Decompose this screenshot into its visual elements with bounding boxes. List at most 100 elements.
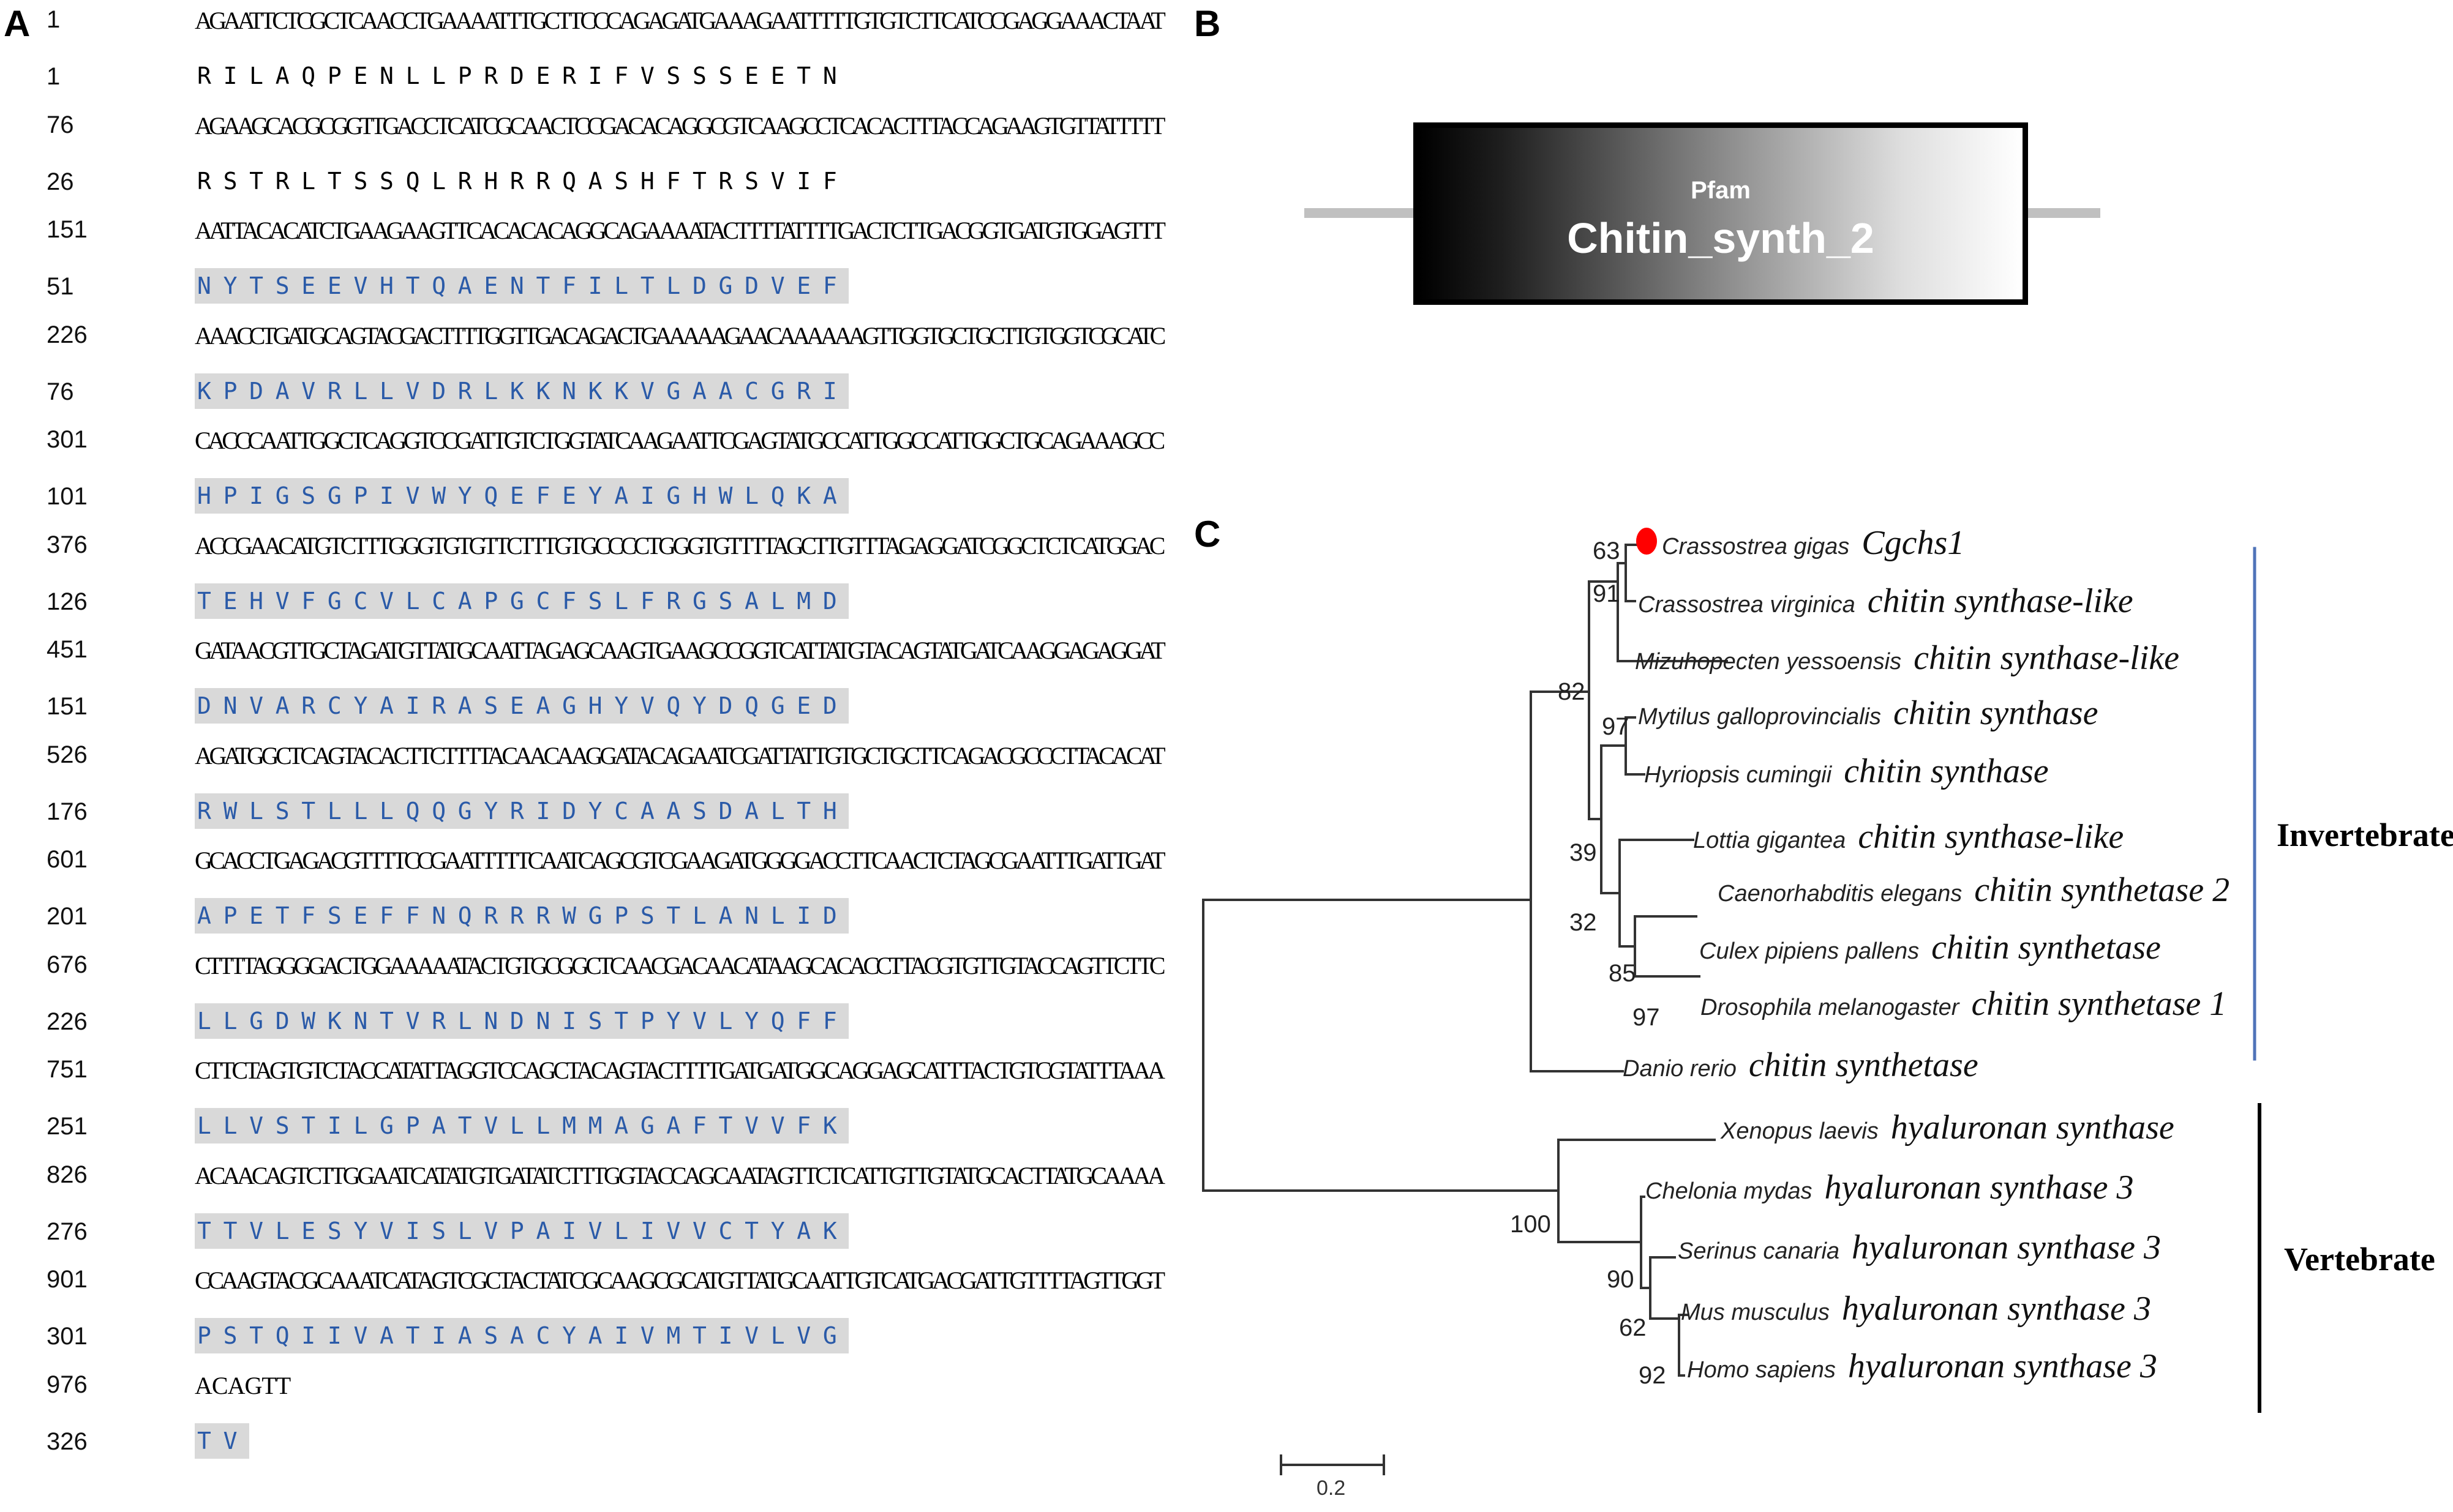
amino-acid-sequence: RWLSTLLLQQGYRIDYCAASDALTH bbox=[195, 793, 849, 829]
bootstrap-value: 97 bbox=[1632, 1004, 1660, 1031]
taxon-label: Crassostrea virginica chitin synthase-lik… bbox=[1638, 582, 2133, 621]
species-name: Crassostrea virginica bbox=[1638, 592, 1855, 618]
bootstrap-value: 62 bbox=[1619, 1314, 1647, 1341]
nucleotide-sequence: AATTACACATCTGAAGAAGTTCACACACAGGCAGAAAATA… bbox=[195, 217, 1166, 244]
nucleotide-position: 1 bbox=[47, 6, 61, 33]
species-name: Hyriopsis cumingii bbox=[1644, 762, 1832, 788]
amino-acid-position: 326 bbox=[47, 1428, 88, 1455]
nucleotide-sequence: ACAGTT bbox=[195, 1371, 291, 1399]
species-name: Chelonia mydas bbox=[1645, 1178, 1813, 1204]
amino-acid-sequence: TV bbox=[195, 1423, 250, 1459]
species-name: Serinus canaria bbox=[1678, 1238, 1840, 1264]
chitin-synth-domain-box: Pfam Chitin_synth_2 bbox=[1413, 122, 2028, 305]
gene-name: chitin synthase bbox=[1893, 694, 2098, 732]
gene-name: chitin synthase-like bbox=[1867, 582, 2133, 620]
species-name: Culex pipiens pallens bbox=[1699, 938, 1920, 964]
bootstrap-value: 91 bbox=[1593, 580, 1620, 607]
amino-acid-sequence: TTVLESYVISLVPAIVLIVVCTYAK bbox=[195, 1213, 849, 1249]
amino-acid-sequence: PSTQIIVATIASACYAIVMTIVLVG bbox=[195, 1318, 849, 1353]
amino-acid-sequence: DNVARCYAIRASEAGHYVQYDQGED bbox=[195, 688, 849, 724]
bootstrap-value: 82 bbox=[1558, 678, 1585, 705]
gene-name: chitin synthetase 2 bbox=[1974, 871, 2230, 909]
gene-name: chitin synthetase bbox=[1748, 1046, 1978, 1084]
nucleotide-sequence: AAACCTGATGCAGTACGACTTTTGGTTGACAGACTGAAAA… bbox=[195, 321, 1166, 350]
taxon-label: Xenopus laevis hyaluronan synthase bbox=[1721, 1108, 2174, 1147]
amino-acid-sequence: NYTSEEVHTQAENTFILTLDGDVEF bbox=[195, 268, 849, 304]
gene-name: chitin synthase bbox=[1844, 752, 2049, 790]
bootstrap-value: 97 bbox=[1602, 713, 1629, 740]
gene-name: chitin synthetase 1 bbox=[1971, 985, 2227, 1023]
amino-acid-position: 76 bbox=[47, 378, 74, 405]
vertebrate-label: Vertebrate bbox=[2284, 1241, 2435, 1278]
domain-name-label: Chitin_synth_2 bbox=[1567, 214, 1874, 262]
bootstrap-value: 63 bbox=[1593, 537, 1620, 564]
gene-name: hyaluronan synthase 3 bbox=[1824, 1169, 2134, 1207]
gene-name: chitin synthetase bbox=[1931, 929, 2161, 967]
amino-acid-position: 226 bbox=[47, 1008, 88, 1035]
nucleotide-sequence: GATAACGTTGCTAGATGTTATGCAATTAGAGCAAGTGAAG… bbox=[195, 637, 1166, 664]
nucleotide-sequence: ACCGAACATGTCTTTGGGTGTGTTCTTTGTGCCCCTGGGT… bbox=[195, 531, 1165, 560]
gene-name: hyaluronan synthase 3 bbox=[1852, 1229, 2162, 1267]
cgchs1-highlight-marker bbox=[1636, 528, 1657, 555]
gene-name: hyaluronan synthase 3 bbox=[1841, 1290, 2151, 1328]
nucleotide-position: 151 bbox=[47, 216, 88, 243]
nucleotide-position: 376 bbox=[47, 531, 88, 558]
domain-backbone-right bbox=[2021, 208, 2100, 218]
domain-db-label: Pfam bbox=[1691, 177, 1751, 204]
nucleotide-sequence: CTTTTAGGGGACTGGAAAAATACTGTGCGGCTCAACGACA… bbox=[195, 951, 1166, 979]
amino-acid-sequence: KPDAVRLLVDRLKKNKKVGAACGRI bbox=[195, 373, 849, 409]
amino-acid-position: 101 bbox=[47, 483, 88, 510]
nucleotide-sequence: CCAAGTACGCAAATCATAGTCGCTACTATCGCAAGCGCAT… bbox=[195, 1267, 1165, 1294]
nucleotide-position: 301 bbox=[47, 426, 88, 453]
amino-acid-position: 1 bbox=[47, 63, 61, 90]
amino-acid-sequence: TEHVFGCVLCAPGCFSLFRGSALMD bbox=[195, 583, 849, 619]
domain-diagram: Pfam Chitin_synth_2 bbox=[1304, 122, 2100, 306]
amino-acid-sequence: RILAQPENLLPRDERIFVSSSEETN bbox=[197, 62, 849, 89]
species-name: Xenopus laevis bbox=[1721, 1118, 1879, 1144]
nucleotide-position: 526 bbox=[47, 741, 88, 768]
species-name: Lottia gigantea bbox=[1693, 828, 1846, 853]
amino-acid-sequence: RSTRLTSSQLRHRRQASHFTRSVIF bbox=[197, 167, 849, 195]
bootstrap-value: 90 bbox=[1607, 1266, 1634, 1293]
bootstrap-value: 92 bbox=[1639, 1362, 1666, 1389]
nucleotide-sequence: AGAATTCTCGCTCAACCTGAAAATTTGCTTCCCAGAGATG… bbox=[195, 7, 1166, 34]
bootstrap-value: 100 bbox=[1510, 1211, 1551, 1238]
nucleotide-sequence: AGATGGCTCAGTACACTTCTTTTACAACAAGGATACAGAA… bbox=[195, 741, 1166, 769]
gene-name: chitin synthase-like bbox=[1914, 639, 2180, 677]
amino-acid-position: 276 bbox=[47, 1218, 88, 1245]
taxon-label: Hyriopsis cumingii chitin synthase bbox=[1644, 752, 2049, 791]
nucleotide-position: 826 bbox=[47, 1161, 88, 1188]
nucleotide-position: 676 bbox=[47, 951, 88, 978]
amino-acid-position: 301 bbox=[47, 1323, 88, 1350]
taxon-label: Mytilus galloprovincialis chitin synthase bbox=[1638, 694, 2098, 733]
nucleotide-position: 901 bbox=[47, 1266, 88, 1293]
nucleotide-position: 451 bbox=[47, 636, 88, 663]
nucleotide-position: 226 bbox=[47, 321, 88, 348]
amino-acid-position: 26 bbox=[47, 168, 74, 195]
bootstrap-value: 85 bbox=[1609, 960, 1636, 987]
nucleotide-sequence: CTTCTAGTGTCTACCATATTAGGTCCAGCTACAGTACTTT… bbox=[195, 1057, 1165, 1084]
bootstrap-value: 32 bbox=[1569, 909, 1597, 936]
taxon-label: Chelonia mydas hyaluronan synthase 3 bbox=[1645, 1168, 2133, 1207]
taxon-label: Drosophila melanogaster chitin synthetase… bbox=[1700, 984, 2226, 1024]
nucleotide-position: 76 bbox=[47, 111, 74, 138]
nucleotide-sequence: AGAAGCACGCGGTTGACCTCATCGCAACTCCGACACAGGC… bbox=[195, 111, 1165, 140]
amino-acid-position: 201 bbox=[47, 903, 88, 930]
amino-acid-position: 126 bbox=[47, 588, 88, 615]
species-name: Drosophila melanogaster bbox=[1700, 995, 1959, 1020]
species-name: Crassostrea gigas bbox=[1662, 534, 1850, 560]
species-name: Mytilus galloprovincialis bbox=[1638, 704, 1882, 730]
amino-acid-position: 151 bbox=[47, 693, 88, 720]
scale-bar bbox=[1280, 1454, 1385, 1475]
amino-acid-sequence: HPIGSGPIVWYQEFEYAIGHWLQKA bbox=[195, 478, 849, 514]
gene-name: hyaluronan synthase bbox=[1890, 1109, 2174, 1147]
nucleotide-position: 976 bbox=[47, 1371, 88, 1398]
